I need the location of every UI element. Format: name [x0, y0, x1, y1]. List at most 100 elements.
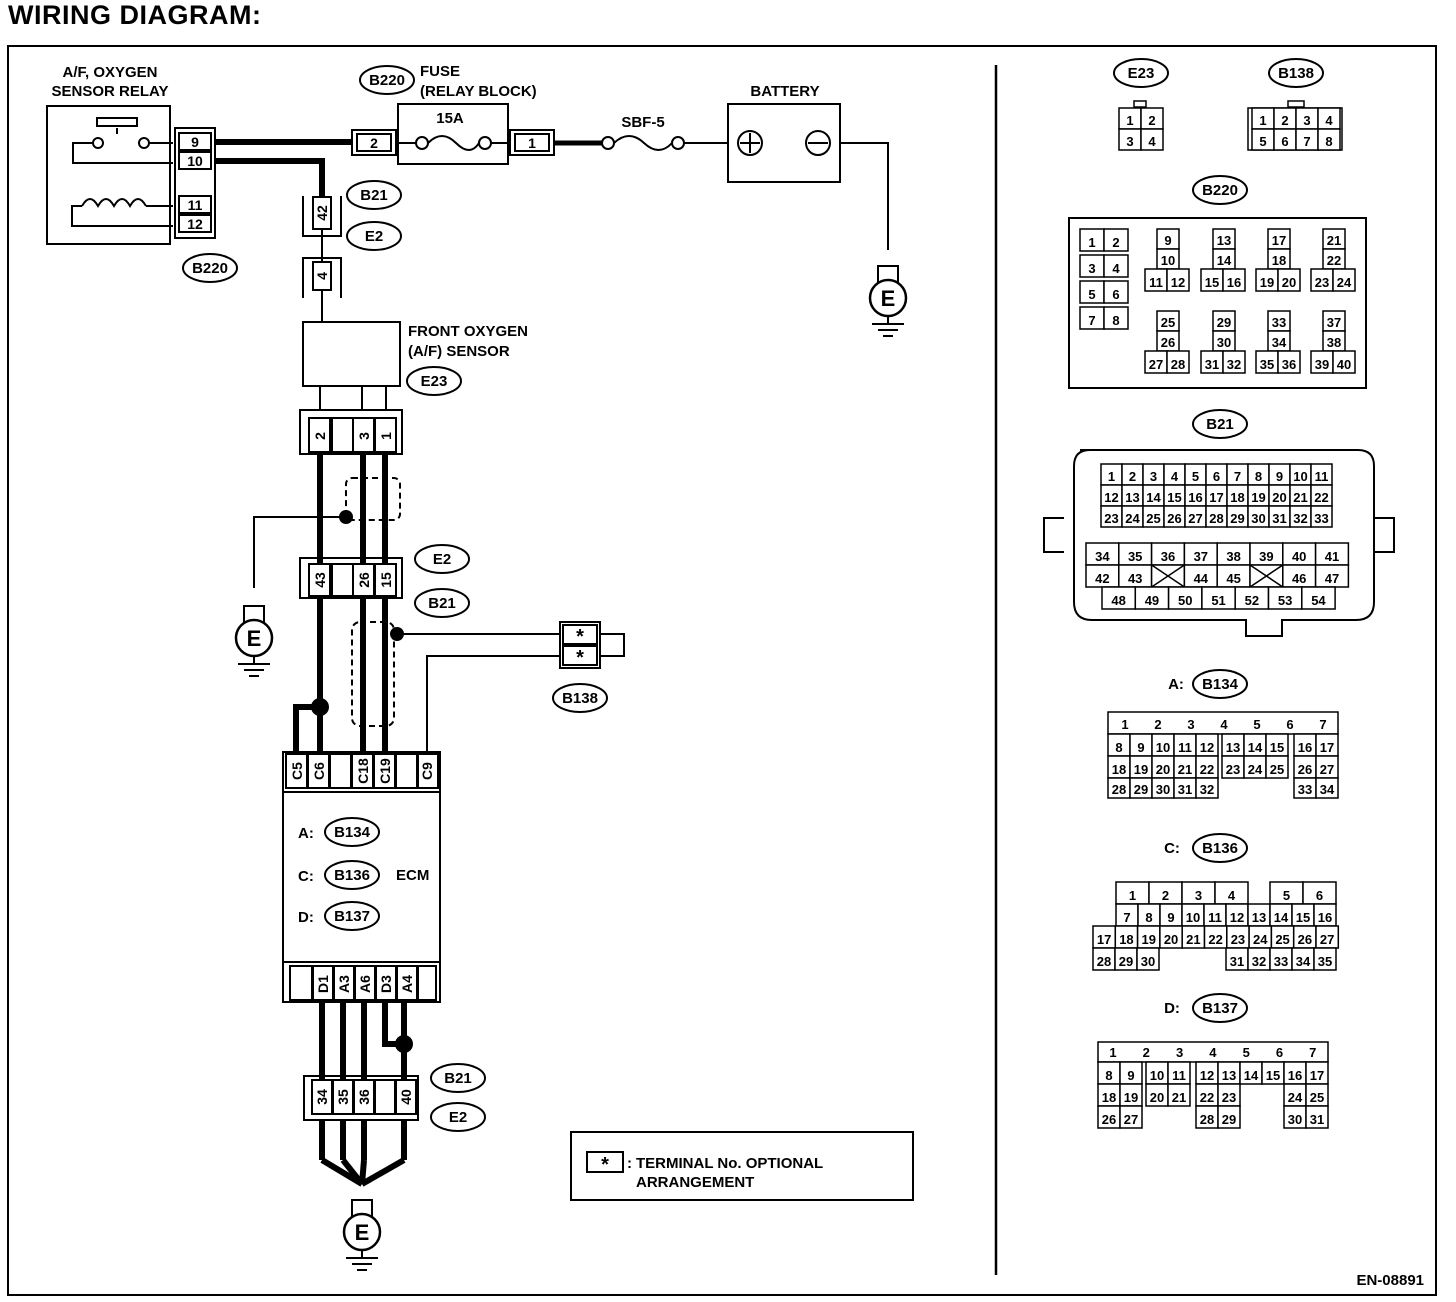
pin-label: 30	[1217, 335, 1231, 350]
pin-label: 34	[1095, 549, 1110, 564]
drawing-code: EN-08891	[1356, 1272, 1424, 1289]
pin-label: 3	[1176, 1045, 1183, 1060]
svg-text:(RELAY BLOCK): (RELAY BLOCK)	[420, 83, 537, 100]
pin-label: 5	[1243, 1045, 1250, 1060]
svg-text::: :	[627, 1155, 632, 1172]
pin-label: 22	[1200, 1090, 1214, 1105]
pin-cell	[1315, 777, 1339, 799]
pin-label: 14	[1274, 910, 1289, 925]
svg-text:A3: A3	[336, 975, 352, 993]
svg-text:D3: D3	[378, 975, 394, 993]
pin-label: 3	[1088, 261, 1095, 276]
pin-label: 6	[1286, 717, 1293, 732]
pin-label: 12	[1200, 740, 1214, 755]
pin-label: 1	[1109, 1045, 1116, 1060]
pin-label: 7	[1319, 717, 1326, 732]
pin-label: 8	[1145, 910, 1152, 925]
pin-label: 22	[1327, 253, 1341, 268]
svg-text:9: 9	[191, 134, 199, 150]
pin-label: 2	[1154, 717, 1161, 732]
view-b136-name: B136	[1192, 833, 1248, 863]
pin-label: 8	[1115, 740, 1122, 755]
svg-text:B136: B136	[334, 867, 370, 884]
pin-label: 14	[1248, 740, 1263, 755]
pin-label: 7	[1303, 134, 1310, 149]
pin-label: 39	[1315, 357, 1329, 372]
pin-label: 28	[1200, 1112, 1214, 1127]
pin-label: 26	[1102, 1112, 1116, 1127]
pin-cell	[1217, 1105, 1241, 1129]
pin-label: 49	[1145, 593, 1159, 608]
svg-text:E23: E23	[421, 373, 448, 390]
pin-label: 31	[1230, 954, 1244, 969]
pin-cell	[1277, 350, 1301, 374]
pin-label: 24	[1253, 932, 1268, 947]
legend: * : TERMINAL No. OPTIONAL ARRANGEMENT	[570, 1131, 914, 1201]
pin-cell	[1265, 755, 1289, 779]
pin-label: 19	[1134, 762, 1148, 777]
svg-text:35: 35	[335, 1089, 351, 1105]
svg-text:C5: C5	[289, 762, 305, 780]
pin-label: 26	[1167, 511, 1181, 526]
pin-label: 26	[1161, 335, 1175, 350]
pin-label: 6	[1316, 888, 1323, 903]
view-b138-name-label: B138	[1278, 65, 1314, 82]
svg-text:A:: A:	[298, 825, 314, 842]
pin-label: 11	[1172, 1068, 1186, 1083]
pin-label: 53	[1278, 593, 1292, 608]
svg-text:A6: A6	[357, 975, 373, 993]
pin-label: 32	[1227, 357, 1241, 372]
pin-label: 34	[1320, 782, 1335, 797]
diagram-frame	[7, 45, 1437, 1296]
pin-label: 21	[1293, 490, 1307, 505]
pin-label: 9	[1137, 740, 1144, 755]
view-b220-name-label: B220	[1202, 182, 1238, 199]
fuse-relay-block: B220 FUSE (RELAY BLOCK) 15A 2 1	[351, 63, 555, 165]
pin-label: 40	[1337, 357, 1351, 372]
svg-text:*: *	[576, 626, 584, 648]
pin-cell	[1119, 1105, 1143, 1129]
pin-label: 2	[1129, 469, 1136, 484]
svg-text:D:: D:	[298, 909, 314, 926]
pin-label: 2	[1148, 113, 1155, 128]
pin-label: 2	[1281, 113, 1288, 128]
view-b21-name: B21	[1192, 409, 1248, 439]
svg-text:1: 1	[378, 432, 394, 440]
svg-text:FRONT OXYGEN: FRONT OXYGEN	[408, 323, 528, 340]
front-oxygen-sensor: FRONT OXYGEN (A/F) SENSOR E23 2 3 1	[299, 321, 528, 455]
svg-text:3: 3	[356, 432, 372, 440]
pin-label: 33	[1314, 511, 1328, 526]
pin-label: 28	[1097, 954, 1111, 969]
svg-text:1: 1	[528, 135, 536, 151]
pin-label: 44	[1194, 571, 1209, 586]
pin-label: 20	[1156, 762, 1170, 777]
pin-cell	[1301, 586, 1336, 610]
pin-cell	[1305, 1105, 1329, 1129]
pin-label: 25	[1275, 932, 1289, 947]
pin-cell	[1166, 350, 1190, 374]
pin-label: 30	[1251, 511, 1265, 526]
svg-text:C9: C9	[419, 762, 435, 780]
view-b21-name-label: B21	[1206, 416, 1234, 433]
pin-label: 36	[1161, 549, 1175, 564]
svg-text:4: 4	[314, 272, 330, 280]
pin-label: 18	[1230, 490, 1244, 505]
pin-label: 30	[1288, 1112, 1302, 1127]
pin-label: 18	[1119, 932, 1133, 947]
pin-label: 47	[1325, 571, 1339, 586]
pin-label: 13	[1217, 233, 1231, 248]
svg-text:15A: 15A	[436, 110, 464, 127]
pin-label: 33	[1272, 315, 1286, 330]
pin-label: 5	[1283, 888, 1290, 903]
pin-label: 31	[1178, 782, 1192, 797]
pin-label: 31	[1310, 1112, 1324, 1127]
pin-label: 3	[1187, 717, 1194, 732]
pin-label: 7	[1234, 469, 1241, 484]
pin-label: 11	[1208, 910, 1222, 925]
pin-label: 12	[1200, 1068, 1214, 1083]
pin-label: 26	[1298, 932, 1312, 947]
